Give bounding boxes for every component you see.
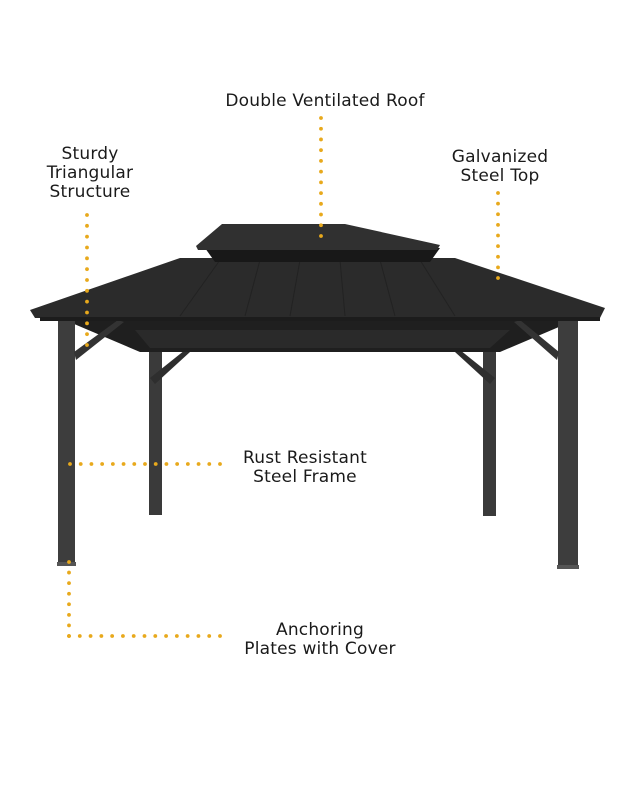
label-text: Plates with Cover [244, 639, 396, 659]
lower-roof [30, 258, 605, 318]
roof-callout-line [319, 116, 323, 238]
label-text: Steel Frame [253, 467, 357, 487]
back-left-post [149, 340, 162, 515]
plates-callout-line-vertical [67, 560, 71, 638]
structure-callout-line [85, 213, 89, 347]
front-right-post [558, 318, 578, 568]
label-text: Galvanized [451, 147, 549, 167]
frame-callout-line [68, 462, 222, 466]
back-right-post [483, 340, 496, 516]
label-double-ventilated-roof: Double Ventilated Roof [185, 92, 465, 111]
label-text: Double Ventilated Roof [225, 91, 425, 111]
label-text: Triangular [46, 163, 134, 183]
label-rust-resistant-steel-frame: Rust Resistant Steel Frame [225, 449, 385, 487]
label-galvanized-steel-top: Galvanized Steel Top [425, 148, 575, 186]
top-callout-line [496, 191, 500, 280]
back-braces [150, 350, 495, 384]
label-text: Sturdy [61, 144, 119, 164]
label-text: Rust Resistant [242, 448, 368, 468]
upper-roof [196, 224, 440, 250]
plates-callout-line-horizontal [67, 634, 222, 638]
label-text: Structure [49, 182, 131, 202]
label-sturdy-triangular-structure: Sturdy Triangular Structure [20, 145, 160, 202]
front-left-post [58, 318, 75, 565]
label-text: Steel Top [460, 166, 540, 186]
label-text: Anchoring [275, 620, 364, 640]
roof-vent [205, 248, 440, 262]
label-anchoring-plates: Anchoring Plates with Cover [225, 621, 415, 659]
